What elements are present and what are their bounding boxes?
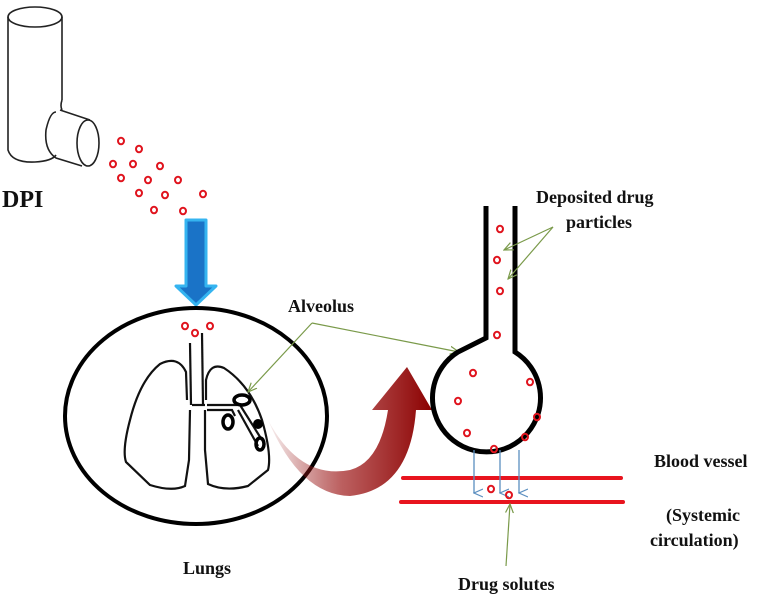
drug-particle [179,206,187,216]
dpi-label: DPI [2,187,43,213]
alveolus-pointer-right [311,322,459,352]
deposited-label-line2: particles [566,212,632,232]
drug-particle [521,432,529,442]
drug-particle [496,224,504,234]
deposited-particles [454,224,541,454]
drug-particle [493,255,501,265]
diffusion-arrows [474,450,519,493]
drug-particle [487,484,495,494]
particle-stream [109,136,207,216]
drug-particle [199,189,207,199]
solute-particles [487,484,513,500]
drug-particle [505,490,513,500]
drug-particle [117,173,125,183]
alveolus-detail [430,206,543,455]
lungs-label: Lungs [183,558,231,578]
alveolus-label: Alveolus [288,296,354,316]
drug-particle [496,286,504,296]
deposited-label-line1: Deposited drug [536,187,654,207]
trachea-particles [181,321,214,338]
systemic-label-line2: circulation) [650,530,739,551]
systemic-label-line1: (Systemic [666,505,740,526]
lungs-circle [63,306,329,526]
drug-particle [129,159,137,169]
curved-arrow-icon [268,367,432,496]
deposited-pointer-2 [508,226,554,279]
drug-solutes-pointer [506,504,510,567]
dpi-inhaler-icon [7,6,100,167]
drug-particle [206,321,214,331]
blood-vessel-label: Blood vessel [654,451,748,471]
drug-particle [493,330,501,340]
drug-particle [150,205,158,215]
drug-solutes-label: Drug solutes [458,574,555,594]
drug-particle [156,161,164,171]
drug-particle [161,190,169,200]
drug-particle [191,328,199,338]
drug-particle [490,444,498,454]
blue-down-arrow-icon [174,218,218,307]
drug-particle [174,175,182,185]
drug-particle [181,321,189,331]
drug-particle [526,377,534,387]
drug-particle [144,175,152,185]
alveolus-pointer-left [248,322,313,392]
drug-particle [135,144,143,154]
deposited-pointer-1 [504,226,554,250]
drug-particle [469,368,477,378]
lungs-icon [123,332,271,490]
drug-particle [533,412,541,422]
drug-particle [109,159,117,169]
drug-particle [463,428,471,438]
drug-particle [117,136,125,146]
alveoli-icon [221,393,266,452]
drug-particle [454,396,462,406]
drug-particle [135,188,143,198]
